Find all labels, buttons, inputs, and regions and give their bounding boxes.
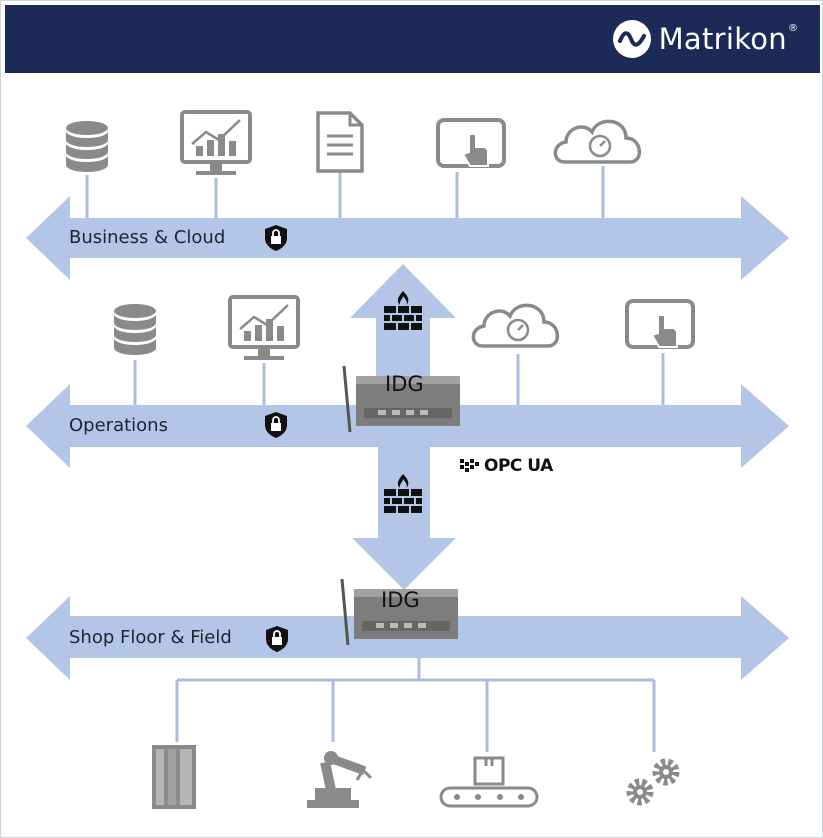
idg-label: IDG <box>385 372 424 396</box>
database-icon <box>114 304 156 355</box>
operations-connectors <box>133 353 665 405</box>
brand-registered-mark: ® <box>788 23 798 34</box>
analytics-monitor-icon <box>180 110 252 177</box>
conveyor-package-icon <box>439 756 539 808</box>
cloud-gauge-icon <box>553 119 642 164</box>
downward-data-arrow <box>352 440 456 590</box>
idg-label: IDG <box>381 588 420 612</box>
business-cloud-band <box>26 196 789 280</box>
brand: Matrikon ® <box>612 19 798 59</box>
matrikon-logo-icon <box>612 20 651 58</box>
brand-name: Matrikon <box>658 22 787 56</box>
operations-label: Operations <box>69 415 168 436</box>
analytics-monitor-icon <box>228 295 300 362</box>
opc-ua-logo: OPC UA <box>460 456 553 476</box>
business-connectors <box>85 166 605 218</box>
shopfloor-field-label: Shop Floor & Field <box>69 627 232 648</box>
tablet-touch-icon <box>625 299 695 349</box>
document-icon <box>316 111 364 173</box>
plc-controller-icon <box>152 745 196 809</box>
business-cloud-label: Business & Cloud <box>69 227 226 248</box>
tablet-touch-icon <box>436 118 506 168</box>
cloud-gauge-icon <box>471 303 560 348</box>
gears-icon <box>630 762 676 802</box>
database-icon <box>66 121 108 172</box>
opc-ua-label: OPC UA <box>484 456 553 476</box>
header-bar: Matrikon ® <box>5 5 820 73</box>
robot-arm-icon <box>305 749 373 810</box>
opc-ua-mark-icon <box>460 459 479 472</box>
shopfloor-connectors <box>175 656 656 752</box>
